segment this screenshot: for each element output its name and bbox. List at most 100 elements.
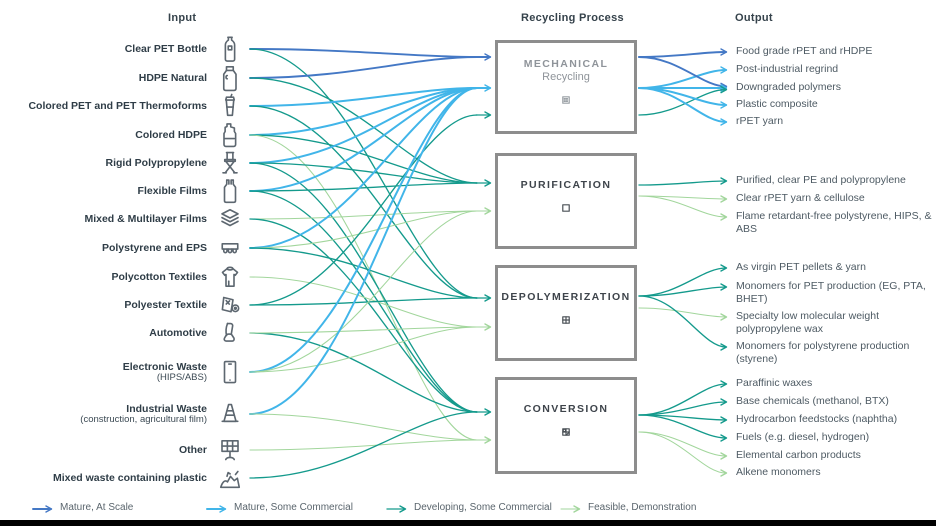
flow-rigid-pp-to-conversion xyxy=(249,162,478,413)
input-row-flexible-films: Flexible Films xyxy=(0,175,246,207)
flow-flexible-films-to-purification xyxy=(249,182,478,192)
input-label: Industrial Waste xyxy=(126,402,207,415)
fabric-roll-icon xyxy=(214,289,246,321)
output-label: Flame retardant-free polystyrene, HIPS, … xyxy=(736,210,932,235)
bag-icon xyxy=(214,175,246,207)
cup-icon xyxy=(214,90,246,122)
legend-label: Mature, Some Commercial xyxy=(234,502,353,513)
input-row-e-waste: Electronic Waste(HIPS/ABS) xyxy=(0,356,246,388)
output-label: Paraffinic waxes xyxy=(736,377,813,389)
input-label: Polystyrene and EPS xyxy=(101,241,207,254)
outflow-depolymerization-to-monomers-ps xyxy=(638,295,728,351)
flow-hdpe-natural-to-mechanical xyxy=(249,56,478,79)
flow-rigid-pp-to-purification xyxy=(249,162,478,184)
input-label: Colored PET and PET Thermoforms xyxy=(28,99,207,112)
input-row-automotive: Automotive xyxy=(0,317,246,349)
process-column-header: Recycling Process xyxy=(521,12,624,24)
output-row-elemental-carbon: Elemental carbon products xyxy=(736,449,934,462)
output-row-rpet-yarn: rPET yarn xyxy=(736,115,934,128)
output-label: Purified, clear PE and polypropylene xyxy=(736,174,906,186)
flow-colored-hdpe-to-purification xyxy=(249,134,478,184)
output-label: Monomers for polystyrene production (sty… xyxy=(736,340,910,365)
process-title: MECHANICAL xyxy=(523,58,609,70)
outflow-mechanical-to-post-ind-regrind xyxy=(638,66,728,89)
flow-polyester-to-mechanical xyxy=(249,114,478,306)
flow-automotive-to-depolymerization xyxy=(249,326,478,334)
flow-hdpe-natural-to-purification xyxy=(249,77,478,184)
layers-icon xyxy=(214,203,246,235)
jug-icon xyxy=(214,62,246,94)
output-row-flame-retardant-free: Flame retardant-free polystyrene, HIPS, … xyxy=(736,210,934,236)
output-label: Base chemicals (methanol, BTX) xyxy=(736,395,889,407)
outflow-mechanical-to-food-grade-rpet xyxy=(638,48,728,58)
legend-item-developing_some_commercial: Developing, Some Commercial xyxy=(387,502,552,513)
output-label: Monomers for PET production (EG, PTA, BH… xyxy=(736,280,926,305)
input-label: Colored HDPE xyxy=(135,128,207,141)
grid-dotted-icon xyxy=(555,89,577,116)
input-row-colored-pet: Colored PET and PET Thermoforms xyxy=(0,90,246,122)
output-row-plastic-composite: Plastic composite xyxy=(736,98,934,111)
process-box-purification: PURIFICATION xyxy=(495,153,637,249)
foam-container-icon xyxy=(214,232,246,264)
flow-flexible-films-to-mechanical xyxy=(249,87,478,192)
legend-item-mature_some_commercial: Mature, Some Commercial xyxy=(207,502,353,513)
input-row-hdpe-natural: HDPE Natural xyxy=(0,62,246,94)
outflow-mechanical-to-downgraded xyxy=(638,56,728,91)
outflow-conversion-to-alkene-monomers xyxy=(638,431,728,477)
process-title: DEPOLYMERIZATION xyxy=(501,290,631,303)
waste-pile-icon xyxy=(214,462,246,494)
input-label: Mixed waste containing plastic xyxy=(52,471,207,484)
process-title: CONVERSION xyxy=(523,403,609,415)
flow-industrial-to-conversion xyxy=(249,413,478,441)
flow-colored-pet-to-depolymerization xyxy=(249,105,478,299)
outflow-conversion-to-fuels xyxy=(638,414,728,442)
flow-ps-eps-to-depolymerization xyxy=(249,247,478,299)
input-label: Polyester Textile xyxy=(124,298,207,311)
outflow-purification-to-purified-pe-pp xyxy=(638,177,728,186)
output-label: Elemental carbon products xyxy=(736,449,861,461)
process-subtitle: Recycling xyxy=(542,71,590,83)
output-label: Fuels (e.g. diesel, hydrogen) xyxy=(736,431,870,443)
flow-industrial-to-mechanical xyxy=(249,87,478,415)
flow-colored-pet-to-mechanical xyxy=(249,87,478,107)
legend-label: Feasible, Demonstration xyxy=(588,502,697,513)
legend-label: Mature, At Scale xyxy=(60,502,134,513)
flow-e-waste-to-mechanical xyxy=(249,87,478,373)
output-row-downgraded: Downgraded polymers xyxy=(736,81,934,94)
output-row-hydrocarbon-feedstocks: Hydrocarbon feedstocks (naphtha) xyxy=(736,413,934,426)
output-row-fuels: Fuels (e.g. diesel, hydrogen) xyxy=(736,431,934,444)
input-label: Automotive xyxy=(149,326,207,339)
output-row-purified-pe-pp: Purified, clear PE and polypropylene xyxy=(736,174,934,187)
output-label: Clear rPET yarn & cellulose xyxy=(736,192,865,204)
process-title: PURIFICATION xyxy=(520,178,612,191)
output-label: Plastic composite xyxy=(736,98,818,110)
flow-mixed-films-to-purification xyxy=(249,210,478,220)
input-label: Mixed & Multilayer Films xyxy=(84,212,207,225)
flow-ps-eps-to-mechanical xyxy=(249,87,478,249)
input-label: Clear PET Bottle xyxy=(124,42,207,55)
input-row-mixed-waste: Mixed waste containing plastic xyxy=(0,462,246,494)
output-label: rPET yarn xyxy=(736,115,784,127)
smartphone-icon xyxy=(214,356,246,388)
input-row-mixed-films: Mixed & Multilayer Films xyxy=(0,203,246,235)
square-outline-icon xyxy=(555,197,577,224)
flow-mixed-films-to-conversion xyxy=(249,218,478,413)
chair-icon xyxy=(214,147,246,179)
output-row-clear-rpet-cellulose: Clear rPET yarn & cellulose xyxy=(736,192,934,205)
process-box-conversion: CONVERSION xyxy=(495,377,637,474)
output-row-virgin-pet: As virgin PET pellets & yarn xyxy=(736,261,934,274)
output-label: As virgin PET pellets & yarn xyxy=(736,261,866,273)
output-column-header: Output xyxy=(735,12,773,24)
legend-item-mature_at_scale: Mature, At Scale xyxy=(33,502,133,513)
grid-partial-icon xyxy=(555,421,577,448)
input-row-clear-pet: Clear PET Bottle xyxy=(0,33,246,65)
output-row-paraffinic-waxes: Paraffinic waxes xyxy=(736,377,934,390)
process-box-depolymerization: DEPOLYMERIZATION xyxy=(495,265,637,361)
output-row-base-chemicals: Base chemicals (methanol, BTX) xyxy=(736,395,934,408)
output-label: Specialty low molecular weight polypropy… xyxy=(736,310,879,335)
input-row-polycotton: Polycotton Textiles xyxy=(0,261,246,293)
input-label: Other xyxy=(178,443,207,456)
input-sublabel: (HIPS/ABS) xyxy=(156,371,207,383)
outflow-depolymerization-to-specialty-wax xyxy=(638,307,728,321)
